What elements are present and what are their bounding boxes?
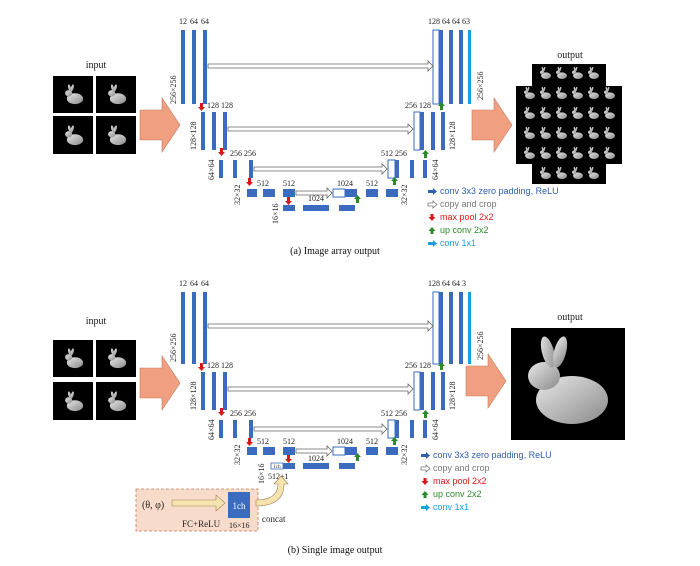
hollow-arrow-icon [420,464,431,473]
bottleneck-size-b: 16×16 [257,463,266,484]
enc-l1-ch1-a: 64 [190,17,198,26]
caption-a: (a) Image array output [290,246,380,257]
legend-b-item-4: conv 1x1 [433,502,469,512]
fc-relu-box: (θ, φ) FC+ReLU 1ch 16×16 [135,488,259,532]
input-arrow-a [139,97,181,153]
legend-b-item-2: max pool 2x2 [433,476,487,486]
red-down-arrow-icon [421,478,429,485]
enc-l1-ch0-b: 12 [179,279,187,288]
fc-out-size: 16×16 [229,521,250,530]
enc-l2-size-a: 128×128 [189,121,198,150]
panel-b: input 12 64 64 256×256 128 128 128×128 2… [53,279,625,532]
fc-out-ch: 1ch [233,501,246,511]
blue-arrow-icon [421,452,430,459]
cyan-arrow-icon [428,240,437,247]
dec-l3-ch-b: 512 256 [381,409,407,418]
cyan-arrow-icon [421,504,430,511]
output-label-a: output [557,50,583,61]
dec-l3-size-b: 64×64 [431,419,440,440]
legend-b-item-3: up conv 2x2 [433,489,482,499]
input-images-b [53,340,136,420]
dec-l1-size-b: 256×256 [476,331,485,360]
hollow-arrow-icon [427,200,438,209]
enc-l1-ch2-a: 64 [201,17,209,26]
caption-b: (b) Single image output [288,545,383,556]
legend-a-item-0: conv 3x3 zero padding, ReLU [440,186,559,196]
dec-l4-ch0-a: 1024 [337,179,353,188]
dec-l1-ch-a: 128 64 64 63 [428,17,470,26]
concat-label: concat [262,514,286,524]
enc-l3-size-a: 64×64 [207,159,216,180]
fc-label: FC+ReLU [182,519,221,529]
dec-l3-ch-a: 512 256 [381,149,407,158]
enc-l1-ch0-a: 12 [179,17,187,26]
enc-l1-ch2-b: 64 [201,279,209,288]
legend-b-item-0: conv 3x3 zero padding, ReLU [433,450,552,460]
enc-l2-ch-b: 128 128 [207,361,233,370]
output-image-array-a [516,64,622,184]
enc-l4-ch0-b: 512 [257,437,269,446]
fc-input: (θ, φ) [142,500,164,511]
output-image-b [511,328,625,440]
legend-a-item-4: conv 1x1 [440,238,476,248]
dec-l1-ch-b: 128 64 64 3 [428,279,466,288]
blue-arrow-icon [428,188,437,195]
dec-l4-size-a: 32×32 [400,184,409,205]
panel-a: input 12 64 64 256×256 128 128 128×128 2… [53,17,622,224]
enc-l1-size-a: 256×256 [169,75,178,104]
green-up-arrow-icon [421,491,429,498]
input-images-a [53,76,136,154]
legend-b-item-1: copy and crop [433,463,490,473]
enc-l4-ch0-a: 512 [257,179,269,188]
bottleneck-size-a: 16×16 [271,203,280,224]
dec-l4-size-b: 32×32 [400,444,409,465]
enc-l4-size-b: 32×32 [233,444,242,465]
dec-l2-size-b: 128×128 [448,381,457,410]
concat-ch-b: 512+1 [268,472,289,481]
dec-l2-size-a: 128×128 [448,121,457,150]
concat-arrow [255,475,289,507]
enc-l4-ch1-a: 512 [283,179,295,188]
dec-l3-size-a: 64×64 [431,159,440,180]
enc-l2-size-b: 128×128 [189,381,198,410]
red-down-arrow-icon [428,214,436,221]
legend-a-item-1: copy and crop [440,199,497,209]
dec-l4-ch1-a: 512 [366,179,378,188]
output-arrow-a [471,97,513,153]
output-arrow-b [465,353,507,409]
dec-l2-ch-b: 256 128 [405,361,431,370]
dec-l1-size-a: 256×256 [476,71,485,100]
enc-l1-size-b: 256×256 [169,333,178,362]
green-up-arrow-icon [428,227,436,234]
dec-l4-ch1-b: 512 [366,437,378,446]
enc-l2-ch-a: 128 128 [207,101,233,110]
dec-l4-ch0-b: 1024 [337,437,353,446]
enc-l1-ch1-b: 64 [190,279,198,288]
bottleneck-ch-a: 1024 [308,194,324,203]
dec-l2-ch-a: 256 128 [405,101,431,110]
input-label-b: input [86,316,107,327]
enc-l3-size-b: 64×64 [207,419,216,440]
input-label-a: input [86,60,107,71]
enc-l3-ch-b: 256 256 [230,409,256,418]
input-arrow-b [139,355,181,411]
enc-l4-ch1-b: 512 [283,437,295,446]
legend-b: conv 3x3 zero padding, ReLU copy and crop… [420,450,552,512]
legend-a-item-3: up conv 2x2 [440,225,489,235]
output-label-b: output [557,312,583,323]
small-ch-b: 1ch [273,465,281,470]
enc-l3-ch-a: 256 256 [230,149,256,158]
legend-a-item-2: max pool 2x2 [440,212,494,222]
legend-a: conv 3x3 zero padding, ReLU copy and crop… [427,186,559,248]
enc-l4-size-a: 32×32 [233,184,242,205]
bottleneck-ch-b: 1024 [308,454,324,463]
